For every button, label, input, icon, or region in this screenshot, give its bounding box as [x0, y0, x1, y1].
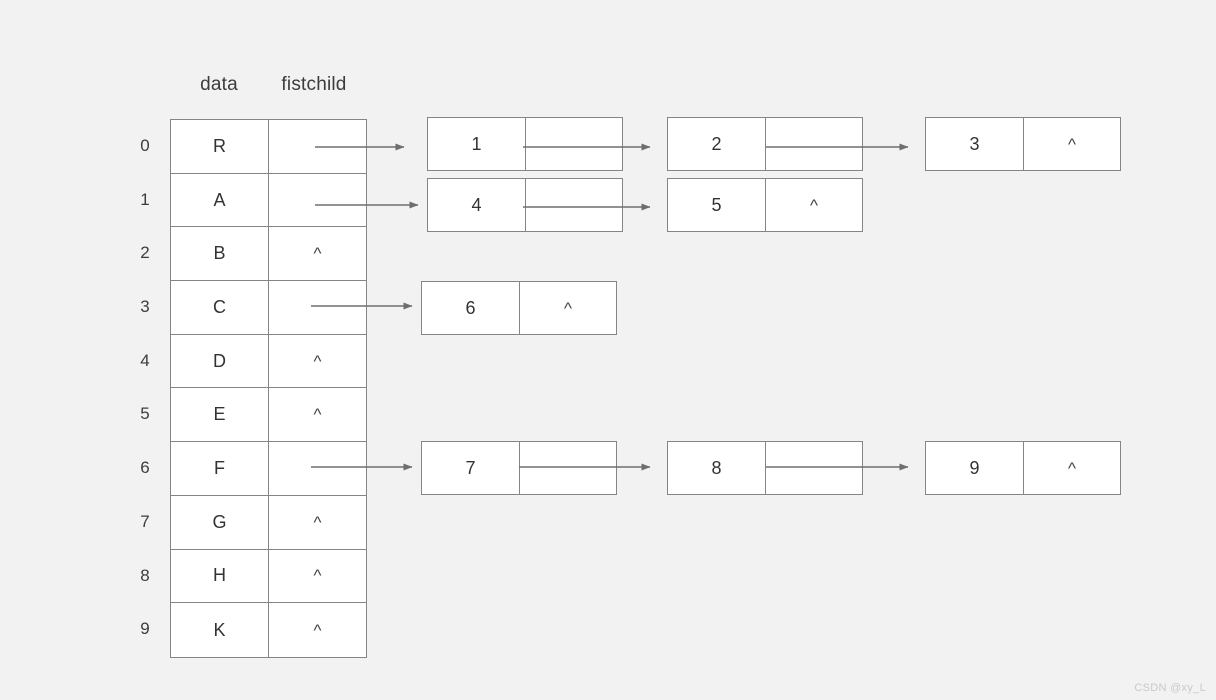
table-row: K ^: [171, 603, 366, 657]
array-cell-data-0: R: [171, 120, 269, 173]
list-node-next: ^: [520, 282, 616, 334]
array-cell-firstchild-7: ^: [269, 496, 366, 549]
array-cell-firstchild-3: [269, 281, 366, 334]
list-node-next: ^: [766, 179, 862, 231]
list-node-value: 9: [926, 442, 1024, 494]
row-index-3: 3: [140, 297, 150, 317]
nil-marker: ^: [313, 351, 322, 371]
array-cell-firstchild-0: [269, 120, 366, 173]
nil-marker: ^: [313, 405, 322, 425]
row-index-4: 4: [140, 350, 150, 370]
column-header-firstchild: fistchild: [281, 74, 347, 95]
list-node-8: 8: [667, 441, 863, 495]
array-cell-firstchild-6: [269, 442, 366, 495]
list-node-next: [526, 118, 622, 170]
list-node-7: 7: [421, 441, 617, 495]
list-node-4: 4: [427, 178, 623, 232]
row-index-1: 1: [140, 189, 150, 209]
list-node-value: 7: [422, 442, 520, 494]
array-cell-firstchild-2: ^: [269, 227, 366, 280]
list-node-next: ^: [1024, 118, 1120, 170]
list-node-9: 9 ^: [925, 441, 1121, 495]
row-index-8: 8: [140, 565, 150, 585]
row-index-6: 6: [140, 458, 150, 478]
row-index-column: 0 1 2 3 4 5 6 7 8 9: [130, 119, 160, 656]
array-table: R A B ^ C D ^: [170, 119, 367, 658]
list-node-next: [526, 179, 622, 231]
row-index-7: 7: [140, 511, 150, 531]
nil-marker: ^: [1068, 134, 1076, 154]
table-row: E ^: [171, 388, 366, 443]
table-row: H ^: [171, 549, 366, 604]
nil-marker: ^: [313, 566, 322, 586]
table-row: B ^: [171, 227, 366, 282]
array-cell-data-6: F: [171, 442, 269, 495]
list-node-value: 6: [422, 282, 520, 334]
list-node-6: 6 ^: [421, 281, 617, 335]
list-node-next: [766, 442, 862, 494]
nil-marker: ^: [810, 195, 818, 215]
table-row: G ^: [171, 495, 366, 550]
array-cell-firstchild-5: ^: [269, 388, 366, 441]
nil-marker: ^: [564, 298, 572, 318]
array-cell-firstchild-8: ^: [269, 550, 366, 603]
row-index-5: 5: [140, 404, 150, 424]
row-index-9: 9: [140, 619, 150, 639]
list-node-next: [766, 118, 862, 170]
list-node-value: 8: [668, 442, 766, 494]
table-row: F: [171, 442, 366, 496]
list-node-value: 3: [926, 118, 1024, 170]
list-node-1: 1: [427, 117, 623, 171]
nil-marker: ^: [313, 512, 322, 532]
list-node-value: 2: [668, 118, 766, 170]
array-cell-firstchild-1: [269, 174, 366, 227]
table-row: A: [171, 173, 366, 228]
list-node-next: ^: [1024, 442, 1120, 494]
list-node-value: 1: [428, 118, 526, 170]
list-node-5: 5 ^: [667, 178, 863, 232]
list-node-value: 4: [428, 179, 526, 231]
array-cell-data-5: E: [171, 388, 269, 442]
nil-marker: ^: [1068, 458, 1076, 478]
array-cell-data-2: B: [171, 227, 269, 281]
nil-marker: ^: [313, 244, 322, 264]
array-cell-data-8: H: [171, 549, 269, 603]
list-node-next: [520, 442, 616, 494]
list-node-3: 3 ^: [925, 117, 1121, 171]
array-cell-data-3: C: [171, 281, 269, 334]
watermark: CSDN @xy_L: [1134, 682, 1206, 694]
array-cell-data-9: K: [171, 603, 269, 657]
list-node-2: 2: [667, 117, 863, 171]
array-cell-data-1: A: [171, 173, 269, 227]
column-header-data: data: [200, 74, 238, 95]
array-cell-data-7: G: [171, 495, 269, 549]
list-node-value: 5: [668, 179, 766, 231]
table-row: R: [171, 120, 366, 174]
array-cell-firstchild-9: ^: [269, 603, 366, 657]
nil-marker: ^: [313, 620, 322, 640]
array-cell-firstchild-4: ^: [269, 335, 366, 388]
row-index-2: 2: [140, 243, 150, 263]
table-row: D ^: [171, 334, 366, 389]
array-cell-data-4: D: [171, 334, 269, 388]
row-index-0: 0: [140, 136, 150, 155]
table-row: C: [171, 281, 366, 335]
